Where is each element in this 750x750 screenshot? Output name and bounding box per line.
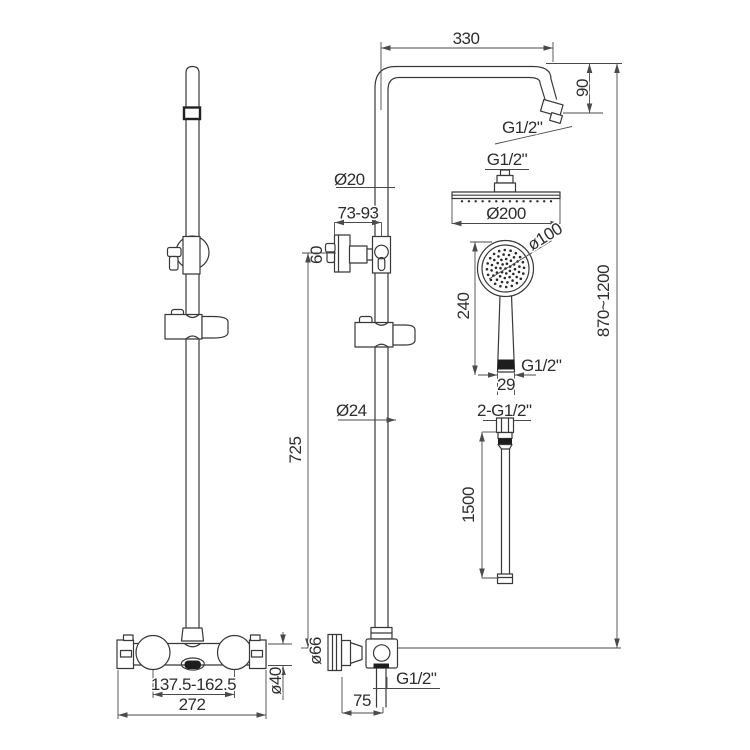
- dim-head-diameter-text: Ø200: [486, 204, 526, 223]
- dim-valve-knob-diameter-text: ø66: [306, 637, 325, 665]
- slider-cap-side: [392, 324, 416, 346]
- dim-valve-width: 272: [117, 670, 267, 719]
- dim-handset-length: 240: [453, 241, 492, 375]
- valve-knob-left: [135, 634, 171, 671]
- label-head-inlet-thread: G1/2": [485, 149, 530, 171]
- label-hose-threads: 2-G1/2": [476, 400, 534, 422]
- arm-outlet-nut: [539, 98, 564, 118]
- dim-valve-body-diameter-text: ø40: [266, 667, 285, 695]
- dim-valve-wall-offset: 75: [341, 677, 384, 716]
- dim-rail-span-text: 725: [286, 437, 305, 464]
- dim-handset-length-text: 240: [454, 293, 473, 320]
- riser-arm-outer: [374, 65, 558, 631]
- dim-bracket-offset: 73-93: [334, 202, 382, 237]
- slide-rail-front: [185, 65, 200, 630]
- dim-arm-drop-text: 90: [573, 79, 592, 97]
- dim-overall-height: 870~1200: [397, 63, 621, 649]
- handset-handle: [496, 295, 516, 373]
- head-nozzle-dots: [460, 200, 553, 203]
- front-view: 137.5-162.5 272 ø40: [116, 65, 292, 719]
- riser-arm-inner: [387, 76, 547, 629]
- valve-outlet-front: [184, 660, 201, 669]
- valve-knob-cone-side: [349, 641, 363, 665]
- handset-band: [497, 359, 515, 370]
- label-handset-thread-text: G1/2": [521, 356, 562, 375]
- dim-handset-outlet-width: 29: [478, 372, 536, 396]
- dim-valve-inlet-centers-text: 137.5-162.5: [151, 675, 236, 694]
- dim-hose-length: 1500: [458, 431, 499, 579]
- wall-plate-side: [333, 234, 351, 273]
- dim-valve-width-text: 272: [179, 695, 206, 714]
- valve-knob-right: [216, 634, 253, 671]
- dim-rail-span: 725: [285, 252, 336, 649]
- bracket-lever: [166, 246, 182, 258]
- side-view: 330 90 G1/2" Ø20 73-93 60 Ø24: [285, 28, 622, 716]
- label-head-inlet-thread-text: G1/2": [487, 150, 528, 169]
- dim-handset-outlet-width-text: 29: [497, 375, 515, 394]
- bracket-arm-side: [348, 245, 368, 264]
- dim-overall-height-text: 870~1200: [594, 265, 613, 337]
- label-arm-outlet-thread: G1/2": [494, 117, 573, 145]
- label-arm-outlet-thread-text: G1/2": [502, 118, 543, 137]
- wall-bracket-clamp: [182, 235, 201, 275]
- label-rail-upper-diameter: Ø20: [333, 169, 395, 191]
- dim-arm-width-text: 330: [453, 29, 480, 48]
- slider-body-front: [164, 313, 203, 340]
- hose-top-nut: [495, 417, 515, 434]
- dim-valve-body-diameter: ø40: [265, 632, 292, 700]
- dim-hose-length-text: 1500: [459, 487, 478, 523]
- label-handset-diameter-text: ø100: [524, 219, 565, 254]
- rail-collar: [182, 106, 202, 121]
- dim-bracket-offset-text: 73-93: [338, 204, 379, 223]
- dim-valve-wall-offset-text: 75: [353, 691, 371, 710]
- arm-outlet-stub: [549, 112, 563, 124]
- slider-cap-front: [201, 315, 229, 339]
- label-valve-outlet-thread-text: G1/2": [396, 669, 437, 688]
- valve-outlet-band-side: [373, 663, 389, 669]
- label-valve-outlet-thread: G1/2": [373, 668, 440, 690]
- label-rail-upper-diameter-text: Ø20: [334, 170, 365, 189]
- dim-head-diameter: Ø200: [451, 199, 561, 227]
- hand-shower-detail: ø100 240 29 G1/2": [453, 217, 567, 396]
- valve-inlet-nut-front: [180, 627, 205, 642]
- hose-bottom-nut: [496, 573, 514, 585]
- dim-arm-drop: 90: [546, 63, 622, 114]
- bracket-lever-tip: [168, 255, 179, 271]
- label-hose-threads-text: 2-G1/2": [477, 401, 532, 420]
- dim-bracket-plate-text: 60: [307, 246, 326, 264]
- overhead-shower-detail: G1/2" Ø200: [451, 149, 561, 227]
- hose-detail: 2-G1/2" 1500: [458, 400, 534, 585]
- label-rail-lower-diameter: Ø24: [335, 400, 396, 423]
- dim-arm-width: 330: [380, 28, 554, 110]
- slider-body-side: [354, 321, 394, 348]
- dim-valve-inlet-centers: 137.5-162.5: [149, 670, 238, 698]
- label-rail-lower-diameter-text: Ø24: [336, 401, 367, 420]
- valve-knob-side: [327, 633, 343, 672]
